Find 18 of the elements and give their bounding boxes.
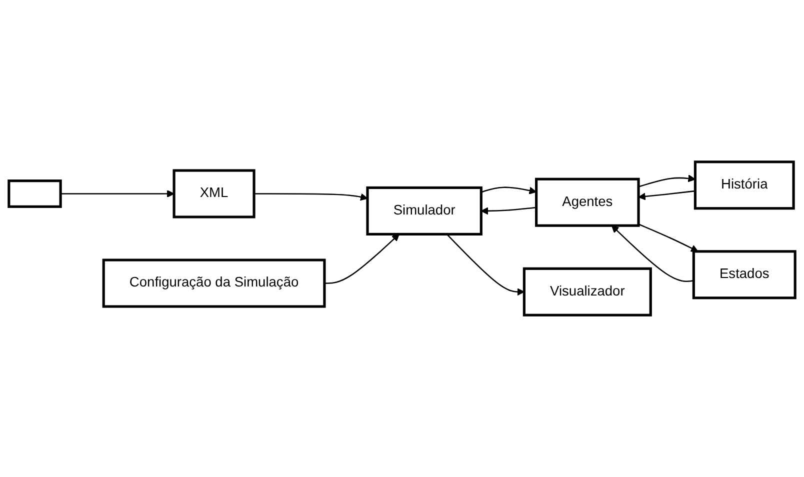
node-box: XML [172, 169, 256, 218]
node-box: Configuração da Simulação [102, 258, 326, 308]
arrow [446, 234, 525, 296]
node-box: Simulador [366, 186, 482, 236]
arrow [254, 193, 368, 201]
node-box: História [694, 160, 795, 210]
arrow [480, 186, 537, 194]
arrow [324, 234, 400, 284]
arrow [611, 225, 694, 282]
node-box: Agentes [535, 178, 640, 227]
arrow [480, 206, 536, 215]
node-box [8, 180, 62, 208]
arrow [638, 190, 696, 200]
node-box: Estados [692, 250, 796, 300]
arrow [638, 224, 698, 252]
node-box: Visualizador [522, 267, 652, 316]
arrow [60, 190, 174, 198]
arrow [638, 174, 696, 188]
